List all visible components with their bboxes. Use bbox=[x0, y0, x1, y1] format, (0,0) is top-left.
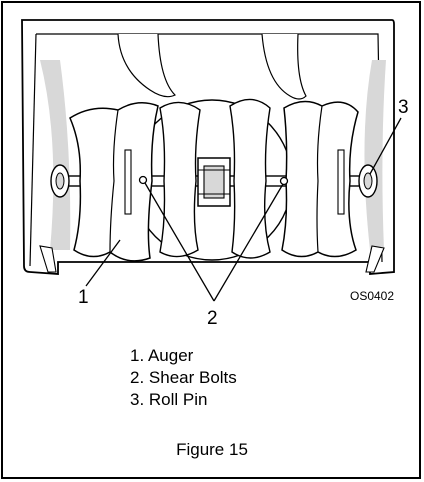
auger-blade-right-1 bbox=[337, 149, 345, 215]
chute-left bbox=[117, 33, 177, 98]
right-bearing-hub bbox=[363, 172, 373, 190]
auger-flight-left-inner bbox=[109, 109, 119, 253]
auger-flight-right-outer bbox=[281, 100, 359, 258]
leader-shear-bolt-left bbox=[144, 182, 215, 302]
left-bearing-hub bbox=[55, 172, 65, 190]
legend-item-shear-bolts: 2. Shear Bolts bbox=[130, 368, 237, 387]
auger-blade-left-1 bbox=[124, 149, 132, 215]
auger-flight-center-right bbox=[229, 98, 271, 259]
callout-3: 3 bbox=[398, 97, 409, 118]
chute-right bbox=[261, 33, 307, 100]
callout-1: 1 bbox=[78, 287, 89, 308]
auger-flight-right-inner bbox=[316, 105, 323, 253]
gearbox-bolts bbox=[198, 169, 230, 195]
shear-bolt-left bbox=[138, 175, 148, 185]
callout-2: 2 bbox=[207, 308, 218, 329]
shear-bolt-right bbox=[279, 176, 289, 186]
figure-legend: 1. Auger 2. Shear Bolts 3. Roll Pin bbox=[130, 345, 237, 411]
legend-item-auger: 1. Auger bbox=[130, 346, 194, 365]
leader-roll-pin bbox=[369, 117, 402, 175]
figure-caption: Figure 15 bbox=[176, 440, 248, 459]
auger-flight-center-left bbox=[159, 101, 201, 258]
leader-shear-bolt-right bbox=[213, 183, 284, 302]
housing-left-wall bbox=[29, 33, 37, 267]
leader-auger bbox=[85, 239, 121, 287]
legend-item-roll-pin: 3. Roll Pin bbox=[130, 390, 208, 409]
skid-right bbox=[365, 245, 385, 273]
right-side-shade bbox=[364, 60, 386, 250]
drawing-code: OS0402 bbox=[350, 289, 395, 303]
skid-left bbox=[39, 245, 57, 273]
gearbox-collar bbox=[203, 165, 225, 199]
left-side-shade bbox=[40, 60, 71, 250]
